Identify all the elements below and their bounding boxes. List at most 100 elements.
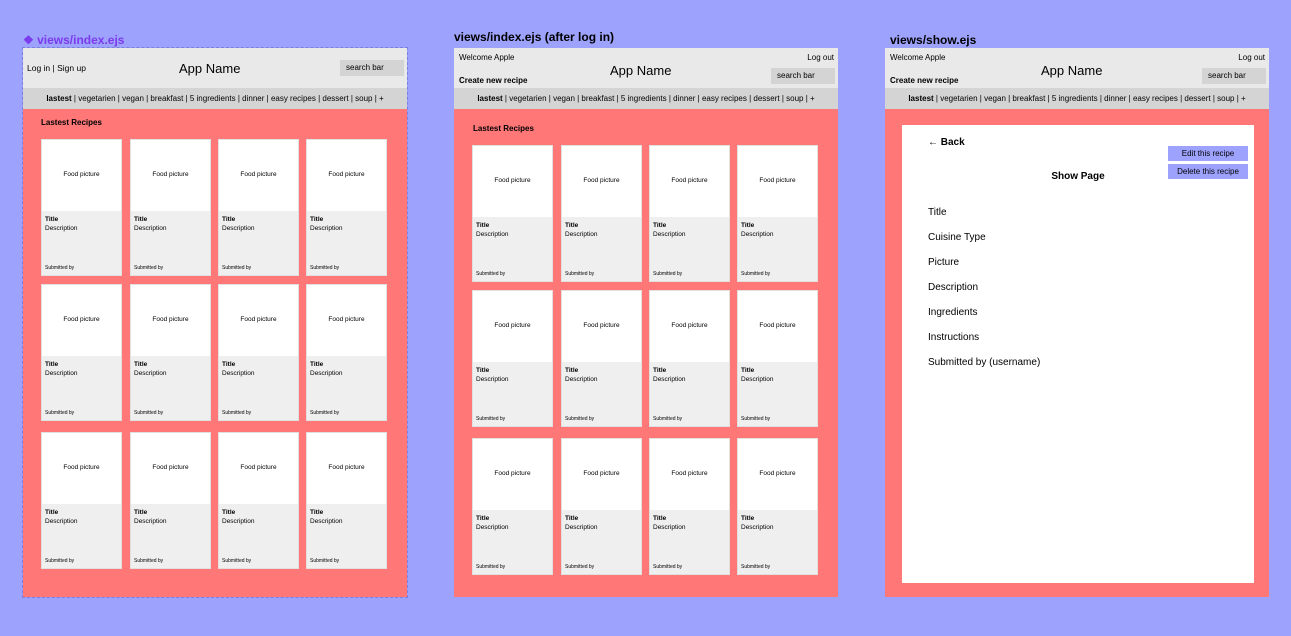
food-picture: Food picture: [738, 291, 817, 362]
app-name[interactable]: App Name: [610, 63, 672, 78]
nav-categories[interactable]: | vegetarien | vegan | breakfast | 5 ing…: [933, 94, 1246, 103]
search-input[interactable]: search bar: [771, 68, 835, 84]
card-description: Description: [565, 376, 598, 383]
back-link[interactable]: ← Back: [928, 137, 965, 148]
logout-link[interactable]: Log out: [807, 53, 834, 62]
food-picture: Food picture: [650, 146, 729, 217]
card-title: Title: [565, 367, 579, 374]
card-submitted-by: Submitted by: [310, 558, 340, 564]
card-description: Description: [45, 370, 78, 377]
card-submitted-by: Submitted by: [45, 410, 75, 416]
card-title: Title: [134, 361, 148, 368]
show-panel: ← Back Edit this recipe Delete this reci…: [902, 125, 1254, 583]
card-submitted-by: Submitted by: [565, 271, 595, 277]
nav-categories[interactable]: | vegetarien | vegan | breakfast | 5 ing…: [502, 94, 815, 103]
frame-show: Welcome Apple Log out Create new recipe …: [885, 48, 1269, 597]
app-name[interactable]: App Name: [1041, 63, 1103, 78]
card-title: Title: [45, 216, 59, 223]
card-description: Description: [222, 518, 255, 525]
card-submitted-by: Submitted by: [45, 265, 75, 271]
food-picture: Food picture: [650, 291, 729, 362]
field-title: Title: [928, 207, 947, 218]
card-title: Title: [565, 515, 579, 522]
category-nav: lastest | vegetarien | vegan | breakfast…: [454, 88, 838, 109]
category-nav: lastest | vegetarien | vegan | breakfast…: [885, 88, 1269, 109]
frame-index: Log in | Sign up App Name search bar las…: [22, 47, 408, 598]
search-input[interactable]: search bar: [340, 60, 404, 76]
card-description: Description: [222, 370, 255, 377]
card-submitted-by: Submitted by: [222, 265, 252, 271]
login-signup-link[interactable]: Log in | Sign up: [27, 63, 86, 73]
field-picture: Picture: [928, 257, 960, 268]
app-name[interactable]: App Name: [179, 61, 241, 76]
card-title: Title: [134, 216, 148, 223]
food-picture: Food picture: [650, 439, 729, 510]
food-picture: Food picture: [562, 291, 641, 362]
field-submitted-by: Submitted by (username): [928, 357, 1041, 368]
card-title: Title: [134, 509, 148, 516]
food-picture: Food picture: [473, 439, 552, 510]
card-description: Description: [653, 376, 686, 383]
card-submitted-by: Submitted by: [222, 558, 252, 564]
card-submitted-by: Submitted by: [222, 410, 252, 416]
card-description: Description: [45, 518, 78, 525]
food-picture: Food picture: [307, 285, 386, 356]
card-title: Title: [222, 509, 236, 516]
food-picture: Food picture: [473, 291, 552, 362]
card-description: Description: [476, 524, 509, 531]
create-recipe-link[interactable]: Create new recipe: [459, 76, 528, 85]
card-submitted-by: Submitted by: [310, 265, 340, 271]
card-title: Title: [476, 222, 490, 229]
food-picture: Food picture: [131, 285, 210, 356]
create-recipe-link[interactable]: Create new recipe: [890, 76, 959, 85]
nav-item-lastest[interactable]: lastest: [908, 94, 934, 103]
card-submitted-by: Submitted by: [134, 558, 164, 564]
food-picture: Food picture: [219, 433, 298, 504]
logout-link[interactable]: Log out: [1238, 53, 1265, 62]
welcome-text: Welcome Apple: [459, 53, 515, 62]
nav-item-lastest[interactable]: lastest: [46, 94, 72, 103]
search-input[interactable]: search bar: [1202, 68, 1266, 84]
card-submitted-by: Submitted by: [653, 416, 683, 422]
nav-categories[interactable]: | vegetarien | vegan | breakfast | 5 ing…: [71, 94, 384, 103]
card-submitted-by: Submitted by: [565, 564, 595, 570]
delete-recipe-button[interactable]: Delete this recipe: [1168, 164, 1248, 179]
card-description: Description: [476, 231, 509, 238]
field-cuisine-type: Cuisine Type: [928, 232, 986, 243]
section-title: Lastest Recipes: [473, 124, 534, 133]
card-title: Title: [476, 367, 490, 374]
card-description: Description: [310, 518, 343, 525]
nav-item-lastest[interactable]: lastest: [477, 94, 503, 103]
food-picture: Food picture: [42, 285, 121, 356]
card-title: Title: [653, 515, 667, 522]
frame-index-logged-in: Welcome Apple Log out Create new recipe …: [454, 48, 838, 597]
frame-label-show: views/show.ejs: [890, 33, 977, 47]
edit-recipe-button[interactable]: Edit this recipe: [1168, 146, 1248, 161]
card-title: Title: [741, 222, 755, 229]
page-title: Show Page: [1051, 171, 1105, 182]
